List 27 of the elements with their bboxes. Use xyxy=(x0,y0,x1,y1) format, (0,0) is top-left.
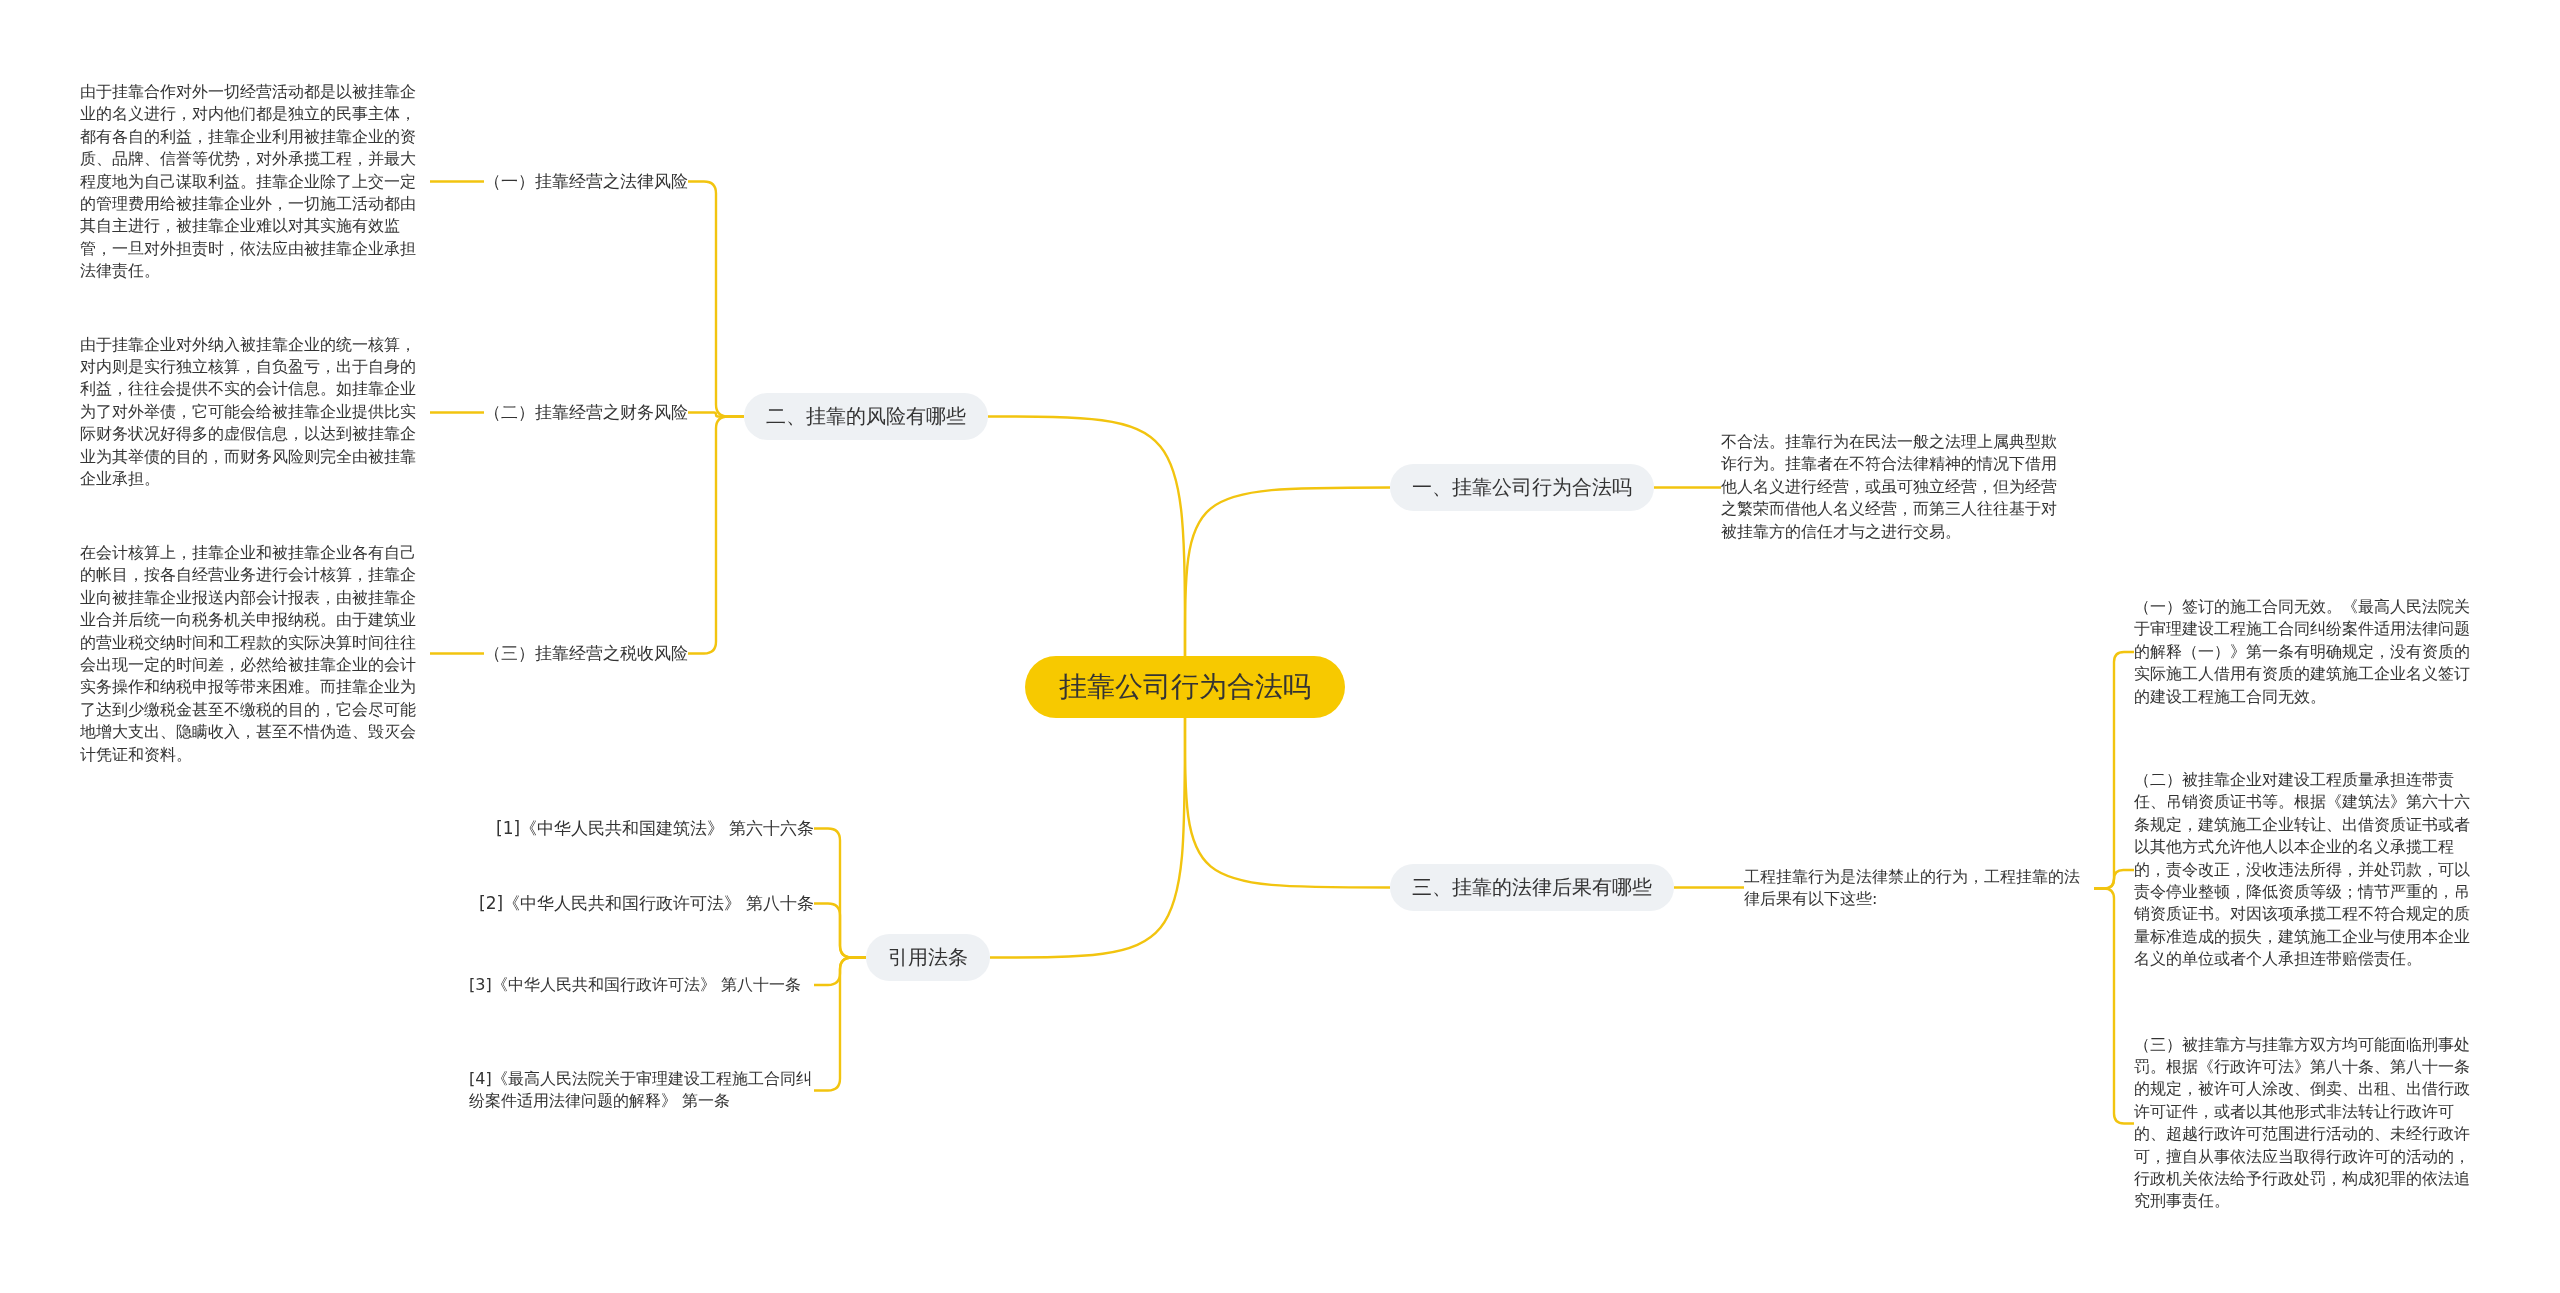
note-text: 不合法。挂靠行为在民法一般之法理上属典型欺诈行为。挂靠者在不符合法律精神的情况下借用他人名义进行经营，或虽可独立经营，但为经营之繁荣而借他人名义经营，而第三人往往基于对被挂靠方的信任才与之进行交易。 xyxy=(1721,431,2069,544)
citation-text: [4]《最高人民法院关于审理建设工程施工合同纠纷案件适用法律问题的解释》 第一条 xyxy=(469,1067,814,1113)
topic-box: 二、挂靠的风险有哪些 xyxy=(744,392,988,440)
topic-box: 一、挂靠公司行为合法吗 xyxy=(1390,463,1654,511)
citation-text: [2]《中华人民共和国行政许可法》 第八十条 xyxy=(479,889,815,917)
central-topic: 挂靠公司行为合法吗 xyxy=(1025,656,1345,718)
note-text: （一）签订的施工合同无效。《最高人民法院关于审理建设工程施工合同纠纷案件适用法律问题的解释（一）》第一条有明确规定，没有资质的实际施工人借用有资质的建筑施工企业名义签订的建设工程施工合同无效。 xyxy=(2134,596,2484,709)
connector-line xyxy=(430,411,484,414)
note-text: 工程挂靠行为是法律禁止的行为，工程挂靠的法律后果有以下这些: xyxy=(1744,865,2094,911)
connector-line xyxy=(430,180,484,183)
connector-line xyxy=(1674,886,1744,889)
note-text: （三）被挂靠方与挂靠方双方均可能面临刑事处罚。根据《行政许可法》第八十条、第八十一条的规定，被许可人涂改、倒卖、出租、出借行政许可证件，或者以其他形式非法转让行政许可的、超越行政许可范围进行活动的、未经行政许可，擅自从事依法应当取得行政许可的活动的，行政机关依法给予行政处罚，构成犯罪的依法追究刑事责任。 xyxy=(2134,1033,2484,1213)
citation-text: [1]《中华人民共和国建筑法》 第六十六条 xyxy=(496,814,815,842)
connector-line xyxy=(1183,486,1390,656)
topic-box: 引用法条 xyxy=(866,933,990,981)
connector-line xyxy=(1183,718,1390,889)
connector-line xyxy=(430,652,484,655)
subtopic-label: （一）挂靠经营之法律风险 xyxy=(484,167,688,195)
note-text: 由于挂靠企业对外纳入被挂靠企业的统一核算，对内则是实行独立核算，自负盈亏，出于自身的利益，往往会提供不实的会计信息。如挂靠企业为了对外举债，它可能会给被挂靠企业提供比实际财务状况好得多的虚假信息，以达到被挂靠企业为其举债的目的，而财务风险则完全由被挂靠企业承担。 xyxy=(80,333,430,491)
subtopic-label: （二）挂靠经营之财务风险 xyxy=(484,398,688,426)
subtopic-label: （三）挂靠经营之税收风险 xyxy=(484,639,688,667)
note-text: 在会计核算上，挂靠企业和被挂靠企业各有自己的帐目，按各自经营业务进行会计核算，挂靠企业向被挂靠企业报送内部会计报表，由被挂靠企业合并后统一向税务机关申报纳税。由于建筑业的营业税交纳时间和工程款的实际决算时间往往会出现一定的时间差，必然给被挂靠企业的会计实务操作和纳税申报等带来困难。而挂靠企业为了达到少缴税金甚至不缴税的目的，它会尽可能地增大支出、隐瞒收入，甚至不惜伪造、毁灭会计凭证和资料。 xyxy=(80,542,430,767)
citation-text: [3]《中华人民共和国行政许可法》 第八十一条 xyxy=(469,974,814,997)
topic-box: 三、挂靠的法律后果有哪些 xyxy=(1390,863,1674,911)
connector-line xyxy=(1654,486,1721,489)
note-text: 由于挂靠合作对外一切经营活动都是以被挂靠企业的名义进行，对内他们都是独立的民事主体，都有各自的利益，挂靠企业利用被挂靠企业的资质、品牌、信誉等优势，对外承揽工程，并最大程度地为自己谋取利益。挂靠企业除了上交一定的管理费用给被挂靠企业外，一切施工活动都由其自主进行，被挂靠企业难以对其实施有效监管，一旦对外担责时，依法应由被挂靠企业承担法律责任。 xyxy=(80,81,430,283)
note-text: （二）被挂靠企业对建设工程质量承担连带责任、吊销资质证书等。根据《建筑法》第六十六条规定，建筑施工企业转让、出借资质证书或者以其他方式允许他人以本企业的名义承揽工程的，责令改正，没收违法所得，并处罚款，可以责令停业整顿，降低资质等级；情节严重的，吊销资质证书。对因该项承揽工程不符合规定的质量标准造成的损失，建筑施工企业与使用本企业名义的单位或者个人承担连带赔偿责任。 xyxy=(2134,769,2484,971)
